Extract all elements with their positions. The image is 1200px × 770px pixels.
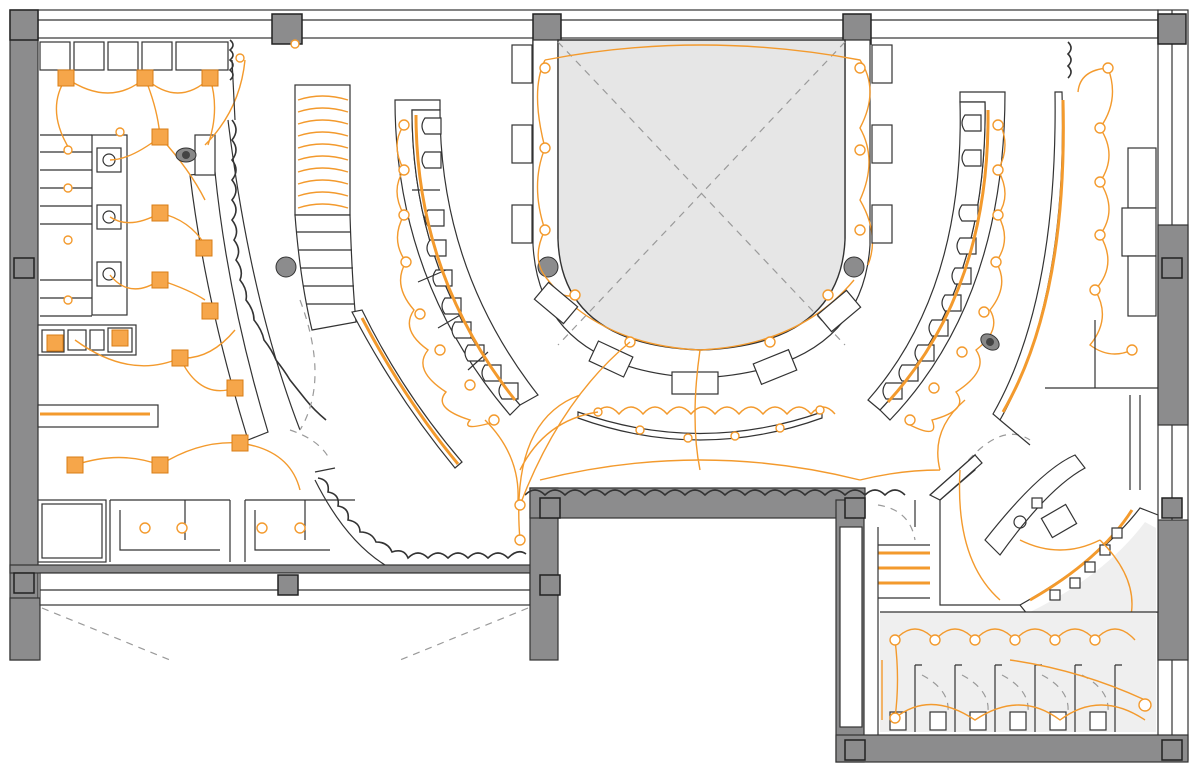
column-icon xyxy=(275,256,297,278)
square-light-fixture-icon xyxy=(201,69,219,87)
left-booth-arc xyxy=(394,99,539,428)
square-light-fixture-icon xyxy=(231,434,249,452)
person-figure-icon xyxy=(980,333,1000,351)
column-icon xyxy=(843,256,865,278)
round-light-fixture-icon xyxy=(514,534,526,546)
structural-columns xyxy=(9,9,1187,761)
column-icon xyxy=(537,256,559,278)
square-light-fixture-icon xyxy=(66,456,84,474)
right-curved-wall xyxy=(959,41,1158,490)
square-light-fixture-icon xyxy=(151,128,169,146)
square-light-fixture-icon xyxy=(136,69,154,87)
exterior-walls xyxy=(9,9,1189,763)
round-light-fixture-icon xyxy=(63,39,306,534)
stage xyxy=(511,39,893,443)
square-light-fixture-icon xyxy=(171,349,189,367)
square-light-fixture-icon xyxy=(151,204,169,222)
center-lighting xyxy=(484,341,966,546)
curved-corridor xyxy=(227,39,463,469)
person-figure-icon xyxy=(175,147,197,163)
lower-curtain xyxy=(314,467,906,566)
square-light-fixture-icon xyxy=(46,334,64,352)
round-light-fixture-icon xyxy=(593,405,825,443)
square-light-fixture-icon xyxy=(57,69,75,87)
restrooms xyxy=(880,611,1158,732)
square-light-fixture-icon xyxy=(151,456,169,474)
stove-burner-icon xyxy=(96,147,122,287)
stage-chair xyxy=(511,44,893,395)
square-light-fixture-icon xyxy=(226,379,244,397)
vip-lounge xyxy=(877,453,1159,735)
square-light-fixture-icon xyxy=(151,271,169,289)
round-light-fixture-icon xyxy=(904,119,1004,426)
square-light-fixture-icon xyxy=(111,329,129,347)
square-light-fixture-icon xyxy=(201,302,219,320)
kitchen-lighting xyxy=(46,39,306,534)
round-light-fixture-icon xyxy=(889,634,1152,724)
round-light-fixture-icon xyxy=(1089,62,1138,356)
round-light-fixture-icon xyxy=(514,499,526,511)
square-light-fixture-icon xyxy=(195,239,213,257)
round-light-fixture-icon xyxy=(398,119,500,426)
right-booth-arc xyxy=(867,91,1006,433)
exterior-dashed-lines xyxy=(41,607,529,661)
